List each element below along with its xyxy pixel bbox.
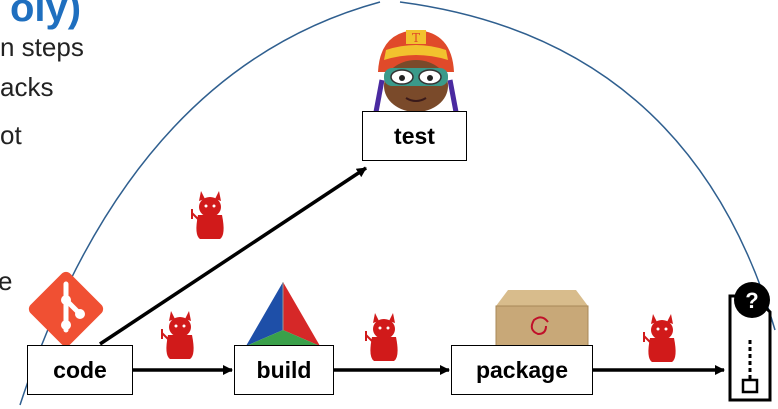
left-text-line-1: n steps: [0, 32, 84, 62]
node-build: build: [234, 345, 334, 395]
node-code: code: [27, 345, 133, 395]
red-devil-icon: [365, 312, 399, 362]
cmake-icon: [246, 282, 320, 346]
unknown-archive-icon: ?: [728, 282, 772, 402]
svg-text:?: ?: [745, 288, 758, 313]
node-test: test: [362, 111, 467, 161]
red-devil-icon: [643, 313, 677, 363]
red-devil-icon: [161, 310, 195, 360]
slide-title-fragment: oly): [10, 0, 82, 30]
left-text-line-3: ot: [0, 120, 22, 150]
tester-avatar-icon: T: [373, 30, 459, 113]
node-package: package: [451, 345, 593, 395]
git-icon: [28, 271, 104, 347]
arrow-code-to-test: [99, 166, 367, 346]
boundary-arc-right: [399, 1, 776, 331]
red-devil-icon: [191, 190, 225, 240]
left-text-line-2: acks: [0, 72, 54, 102]
svg-text:T: T: [412, 31, 420, 45]
left-text-line-4: e: [0, 266, 13, 296]
debian-package-icon: [495, 290, 589, 347]
